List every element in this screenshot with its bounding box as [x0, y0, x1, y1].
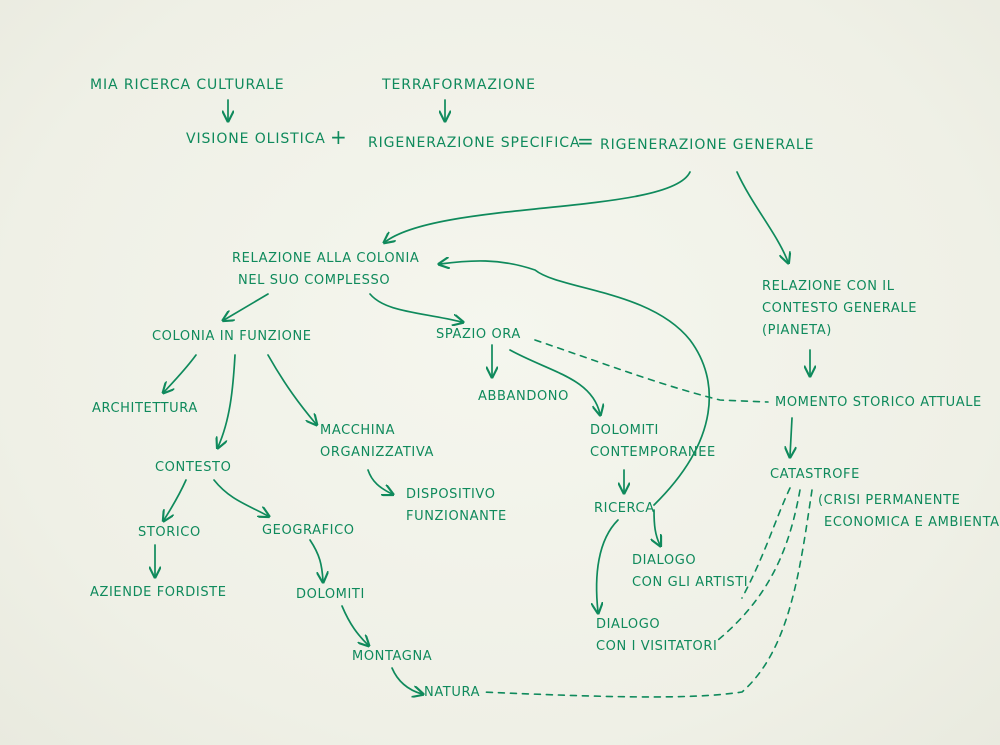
node-dolomiti-contemporanee: DOLOMITI CONTEMPORANEE: [590, 420, 716, 464]
node-storico: STORICO: [138, 525, 201, 540]
node-relazione-colonia: RELAZIONE ALLA COLONIA NEL SUO COMPLESSO: [232, 248, 419, 292]
node-crisi-line-2: ECONOMICA E AMBIENTALE): [824, 515, 1000, 530]
node-dispositivo-funzionante: DISPOSITIVO FUNZIONANTE: [406, 484, 507, 528]
node-catastrofe: CATASTROFE: [770, 467, 860, 482]
node-rigenerazione-specifica: RIGENERAZIONE SPECIFICA: [368, 135, 581, 151]
node-natura: NATURA: [424, 685, 481, 700]
dashed-catastrofe-to-artisti: [741, 487, 791, 599]
node-spazio-ora: SPAZIO ORA: [436, 327, 521, 342]
node-contesto: CONTESTO: [155, 460, 232, 475]
node-dialogo-visitatori: DIALOGO CON I VISITATORI: [596, 614, 717, 658]
node-macchina-line-2: ORGANIZZATIVA: [320, 445, 435, 460]
node-macchina-organizzativa: MACCHINA ORGANIZZATIVA: [320, 420, 434, 464]
arrow-generale-to-relazione-colonia: [385, 171, 691, 242]
node-dialogo-visitatori-line-2: CON I VISITATORI: [596, 639, 718, 654]
equals-sign: =: [577, 129, 595, 153]
arrow-colonia-to-architettura: [164, 354, 197, 392]
node-crisi-line-1: (CRISI PERMANENTE: [818, 493, 961, 508]
node-dolomiti-contemporanee-line-1: DOLOMITI: [590, 423, 659, 438]
node-geografico: GEOGRAFICO: [262, 523, 355, 538]
node-rigenerazione-generale: RIGENERAZIONE GENERALE: [600, 137, 815, 153]
arrow-dolomiti-to-montagna: [341, 605, 368, 645]
node-dolomiti: DOLOMITI: [296, 587, 365, 602]
node-aziende-fordiste: AZIENDE FORDISTE: [90, 585, 227, 600]
node-relazione-contesto-line-1: RELAZIONE CON IL: [762, 279, 895, 294]
node-macchina-line-1: MACCHINA: [320, 423, 396, 438]
arrow-spazio-to-dolomiti-contemporanee: [509, 349, 600, 414]
node-dialogo-artisti-line-1: DIALOGO: [632, 553, 697, 568]
arrow-ricerca-to-relazione-colonia: [440, 261, 711, 506]
arrow-generale-to-relazione-contesto: [736, 171, 788, 262]
node-dialogo-artisti: DIALOGO CON GLI ARTISTI: [632, 550, 748, 594]
plus-sign: +: [330, 125, 348, 149]
node-dispositivo-line-1: DISPOSITIVO: [406, 487, 496, 502]
arrow-contesto-to-storico: [164, 479, 187, 520]
arrow-contesto-to-geografico: [213, 479, 268, 516]
arrow-macchina-to-dispositivo: [367, 469, 392, 494]
dashed-spazio-to-momento: [534, 339, 769, 403]
node-ricerca: RICERCA: [594, 501, 655, 516]
node-crisi-permanente: (CRISI PERMANENTE ECONOMICA E AMBIENTALE…: [818, 490, 1000, 534]
dashed-catastrofe-to-natura: [481, 489, 813, 698]
arrow-complesso-to-colonia-funzione: [224, 293, 269, 320]
arrow-colonia-to-contesto: [218, 354, 236, 447]
node-relazione-contesto-line-3: (PIANETA): [762, 323, 832, 338]
node-architettura: ARCHITETTURA: [92, 401, 198, 416]
node-relazione-contesto: RELAZIONE CON IL CONTESTO GENERALE (PIAN…: [762, 276, 917, 342]
arrow-momento-to-catastrofe: [790, 417, 792, 456]
node-colonia-in-funzione: COLONIA IN FUNZIONE: [152, 329, 312, 344]
node-dispositivo-line-2: FUNZIONANTE: [406, 509, 507, 524]
arrow-complesso-to-spazio: [369, 293, 462, 322]
node-momento-storico-attuale: MOMENTO STORICO ATTUALE: [775, 395, 982, 410]
node-visione-olistica: VISIONE OLISTICA: [186, 131, 326, 147]
node-relazione-colonia-line-1: RELAZIONE ALLA COLONIA: [232, 251, 420, 266]
arrow-montagna-to-natura: [391, 667, 422, 694]
arrow-colonia-to-macchina: [267, 354, 316, 424]
arrow-ricerca-to-dialogo-artisti: [654, 509, 660, 545]
node-dolomiti-contemporanee-line-2: CONTEMPORANEE: [590, 445, 716, 460]
node-dialogo-visitatori-line-1: DIALOGO: [596, 617, 661, 632]
node-montagna: MONTAGNA: [352, 649, 433, 664]
arrow-ricerca-to-dialogo-visitatori: [597, 519, 619, 612]
node-relazione-contesto-line-2: CONTESTO GENERALE: [762, 301, 918, 316]
node-terraformazione: TERRAFORMAZIONE: [382, 77, 536, 93]
node-dialogo-artisti-line-2: CON GLI ARTISTI: [632, 575, 749, 590]
node-mia-ricerca-culturale: MIA RICERCA CULTURALE: [90, 77, 285, 93]
node-abbandono: ABBANDONO: [478, 389, 569, 404]
arrow-geografico-to-dolomiti: [309, 539, 323, 581]
node-relazione-colonia-line-2: NEL SUO COMPLESSO: [238, 273, 391, 288]
